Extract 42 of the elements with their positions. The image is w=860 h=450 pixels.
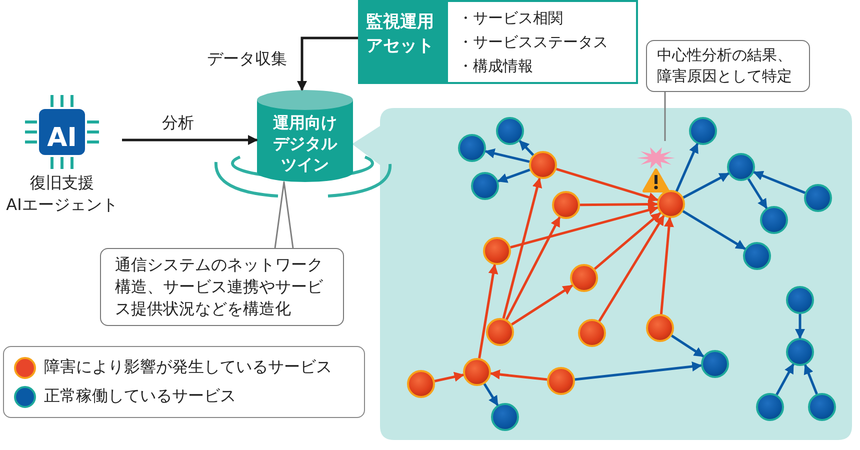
arrow xyxy=(483,383,499,406)
arrow xyxy=(518,140,534,156)
arrow xyxy=(671,334,704,358)
arrow xyxy=(795,314,805,339)
arrow xyxy=(675,142,699,192)
chip-label: AI xyxy=(46,122,78,155)
arrow xyxy=(297,36,358,91)
arrow xyxy=(682,210,746,250)
arrow xyxy=(682,172,730,199)
legend-text: 正常稼働しているサービス xyxy=(44,386,236,407)
arrow xyxy=(484,148,530,163)
panel-heading: 監視運用アセット xyxy=(360,2,448,82)
callout-bubble: 中心性分析の結果、障害原因として特定 xyxy=(646,40,810,92)
arrow xyxy=(497,168,530,183)
arrow xyxy=(598,215,665,322)
arrow xyxy=(747,178,768,209)
arrow xyxy=(804,364,818,394)
arrow xyxy=(510,205,658,248)
arrow xyxy=(490,369,548,381)
arrow xyxy=(660,216,674,314)
arrow xyxy=(434,372,464,382)
arrow xyxy=(502,178,542,319)
arrow xyxy=(580,199,658,210)
list-item: ・サービス相関 xyxy=(458,8,564,29)
arrow xyxy=(574,362,702,381)
arrow xyxy=(753,170,806,194)
agent-label: 復旧支援AIエージェント xyxy=(5,172,119,216)
arrow xyxy=(122,135,258,145)
arrow xyxy=(594,212,662,270)
arrow xyxy=(478,264,498,358)
callout-pointer xyxy=(274,181,294,249)
arrow xyxy=(505,216,561,320)
leader-line xyxy=(664,92,666,141)
legend-text: 障害により影響が発生しているサービス xyxy=(44,357,332,378)
arrow xyxy=(556,168,659,202)
callout-bubble: 通信システムのネットワーク構造、サービス連携やサービス提供状況などを構造化 xyxy=(100,248,344,326)
arrow xyxy=(776,363,794,396)
arrow xyxy=(511,284,574,326)
list-item: ・サービスステータス xyxy=(458,32,608,53)
asset-panel xyxy=(358,0,638,84)
cylinder-label: 運用向けデジタルツイン xyxy=(272,112,338,175)
list-item: ・構成情報 xyxy=(458,56,534,77)
